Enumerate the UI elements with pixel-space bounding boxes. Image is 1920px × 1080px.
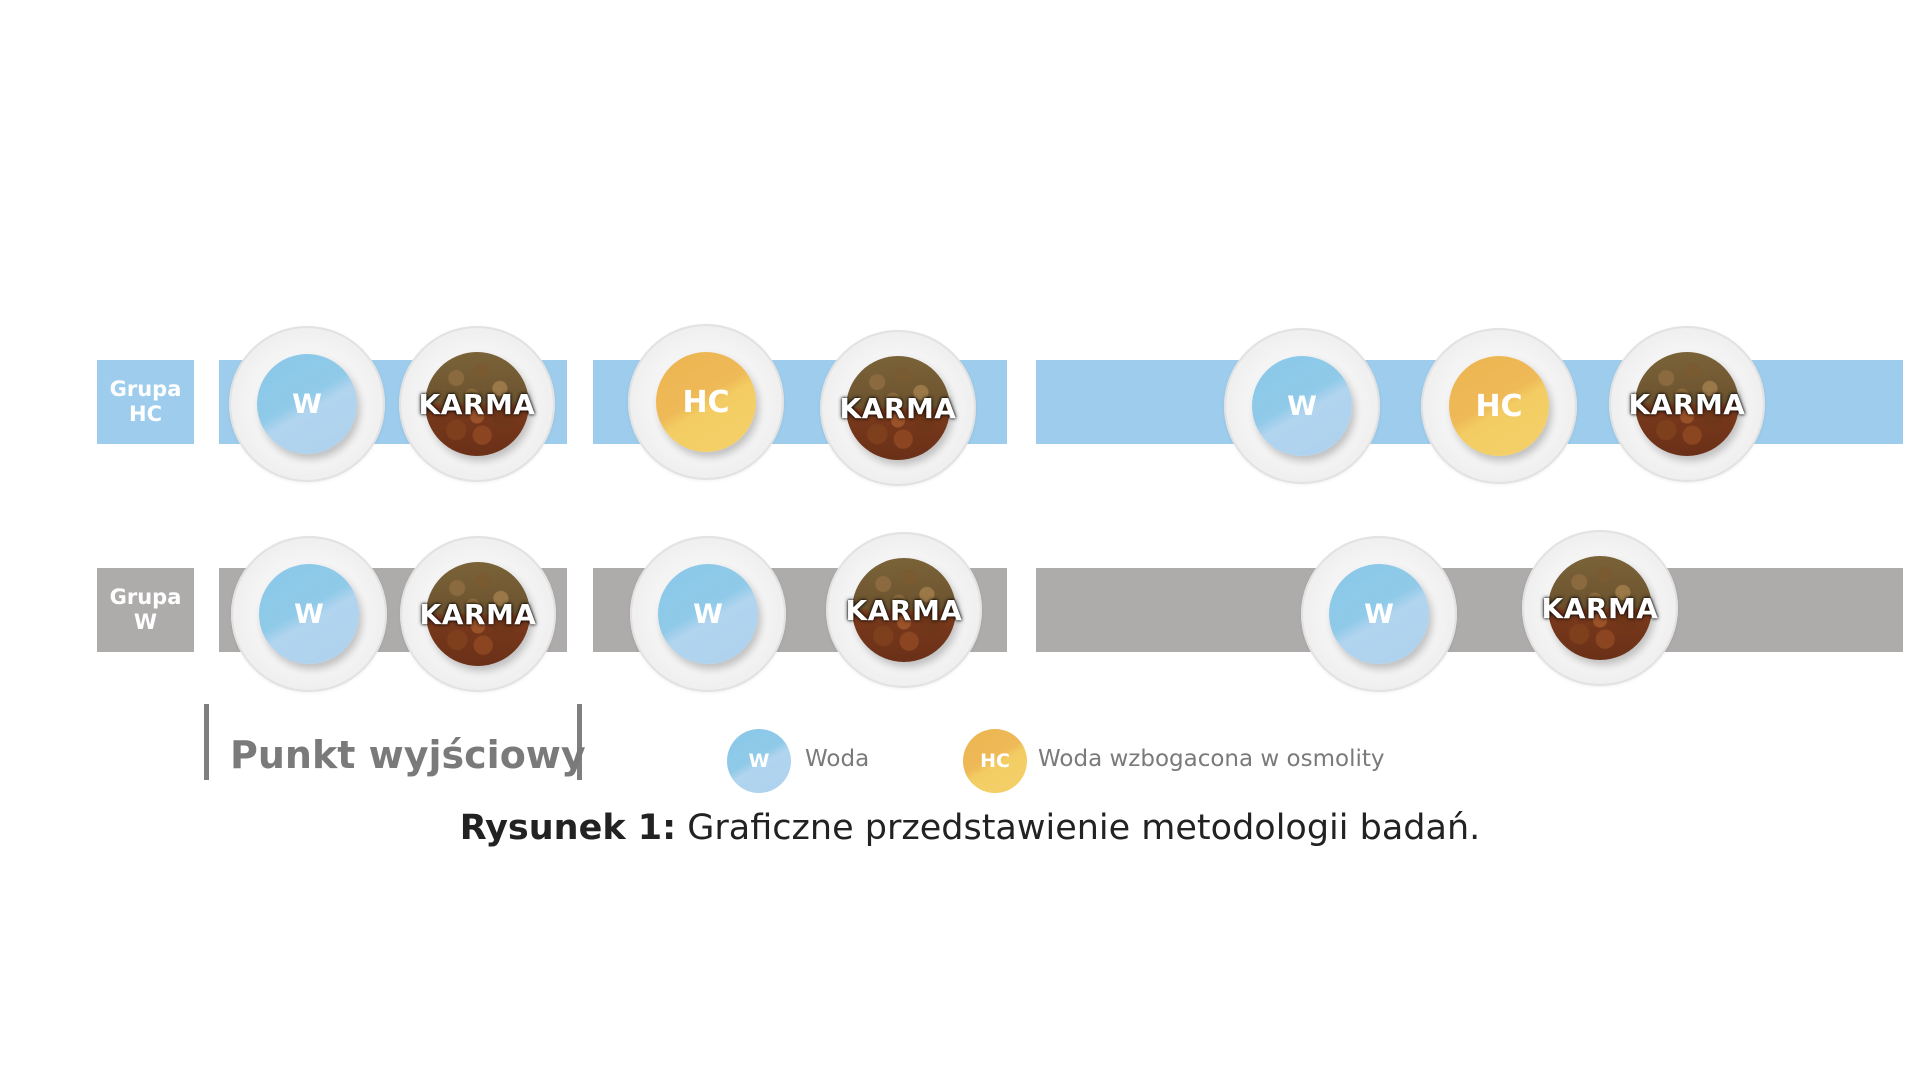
food-bowl-icon: KARMA: [419, 352, 535, 456]
bowl-label: KARMA: [1628, 387, 1746, 421]
baseline-bracket-left: [204, 704, 209, 780]
figure-caption: Rysunek 1: Graficzne przedstawienie meto…: [0, 808, 1920, 848]
water-bowl-icon: W: [1252, 356, 1352, 456]
bowl-label: KARMA: [418, 387, 536, 421]
water-bowl-icon: W: [1329, 564, 1429, 664]
baseline-bracket-right: [577, 704, 582, 780]
water-bowl-icon: W: [727, 729, 791, 793]
bowl-label: W: [1287, 390, 1317, 422]
food-bowl-icon: KARMA: [1629, 352, 1745, 456]
enriched-water-bowl-icon: HC: [1449, 356, 1549, 456]
caption-prefix: Rysunek 1:: [459, 808, 677, 848]
legend-water-label: Woda: [805, 746, 870, 772]
food-bowl-icon: KARMA: [846, 558, 962, 662]
bowl-label: KARMA: [839, 391, 957, 425]
group-w-label: Grupa W: [97, 568, 194, 652]
group-w-label-line1: Grupa: [109, 584, 182, 609]
legend-enriched-label: Woda wzbogacona w osmolity: [1038, 746, 1385, 772]
group-w-label-line2: W: [133, 610, 158, 634]
food-bowl-icon: KARMA: [420, 562, 536, 666]
group-hc-label-line2: HC: [129, 402, 162, 426]
bowl-label: KARMA: [1541, 591, 1659, 625]
bowl-label: KARMA: [845, 593, 963, 627]
caption-text: Graficzne przedstawienie metodologii bad…: [676, 808, 1481, 848]
baseline-label: Punkt wyjściowy: [230, 733, 586, 777]
bowl-label: W: [693, 598, 723, 630]
group-hc-label-line1: Grupa: [109, 376, 182, 401]
bowl-label: W: [294, 598, 324, 630]
group-hc-label: Grupa HC: [97, 360, 194, 444]
water-bowl-icon: W: [658, 564, 758, 664]
water-bowl-icon: W: [257, 354, 357, 454]
food-bowl-icon: KARMA: [840, 356, 956, 460]
enriched-water-bowl-icon: HC: [656, 352, 756, 452]
legend-symbol: HC: [980, 750, 1010, 772]
water-bowl-icon: W: [259, 564, 359, 664]
group-w-band-phase3: [1036, 568, 1903, 652]
bowl-label: HC: [1475, 388, 1523, 424]
enriched-water-bowl-icon: HC: [963, 729, 1027, 793]
bowl-label: HC: [682, 384, 730, 420]
food-bowl-icon: KARMA: [1542, 556, 1658, 660]
bowl-label: W: [1364, 598, 1394, 630]
bowl-label: W: [292, 388, 322, 420]
legend-symbol: W: [748, 750, 770, 772]
bowl-label: KARMA: [419, 597, 537, 631]
